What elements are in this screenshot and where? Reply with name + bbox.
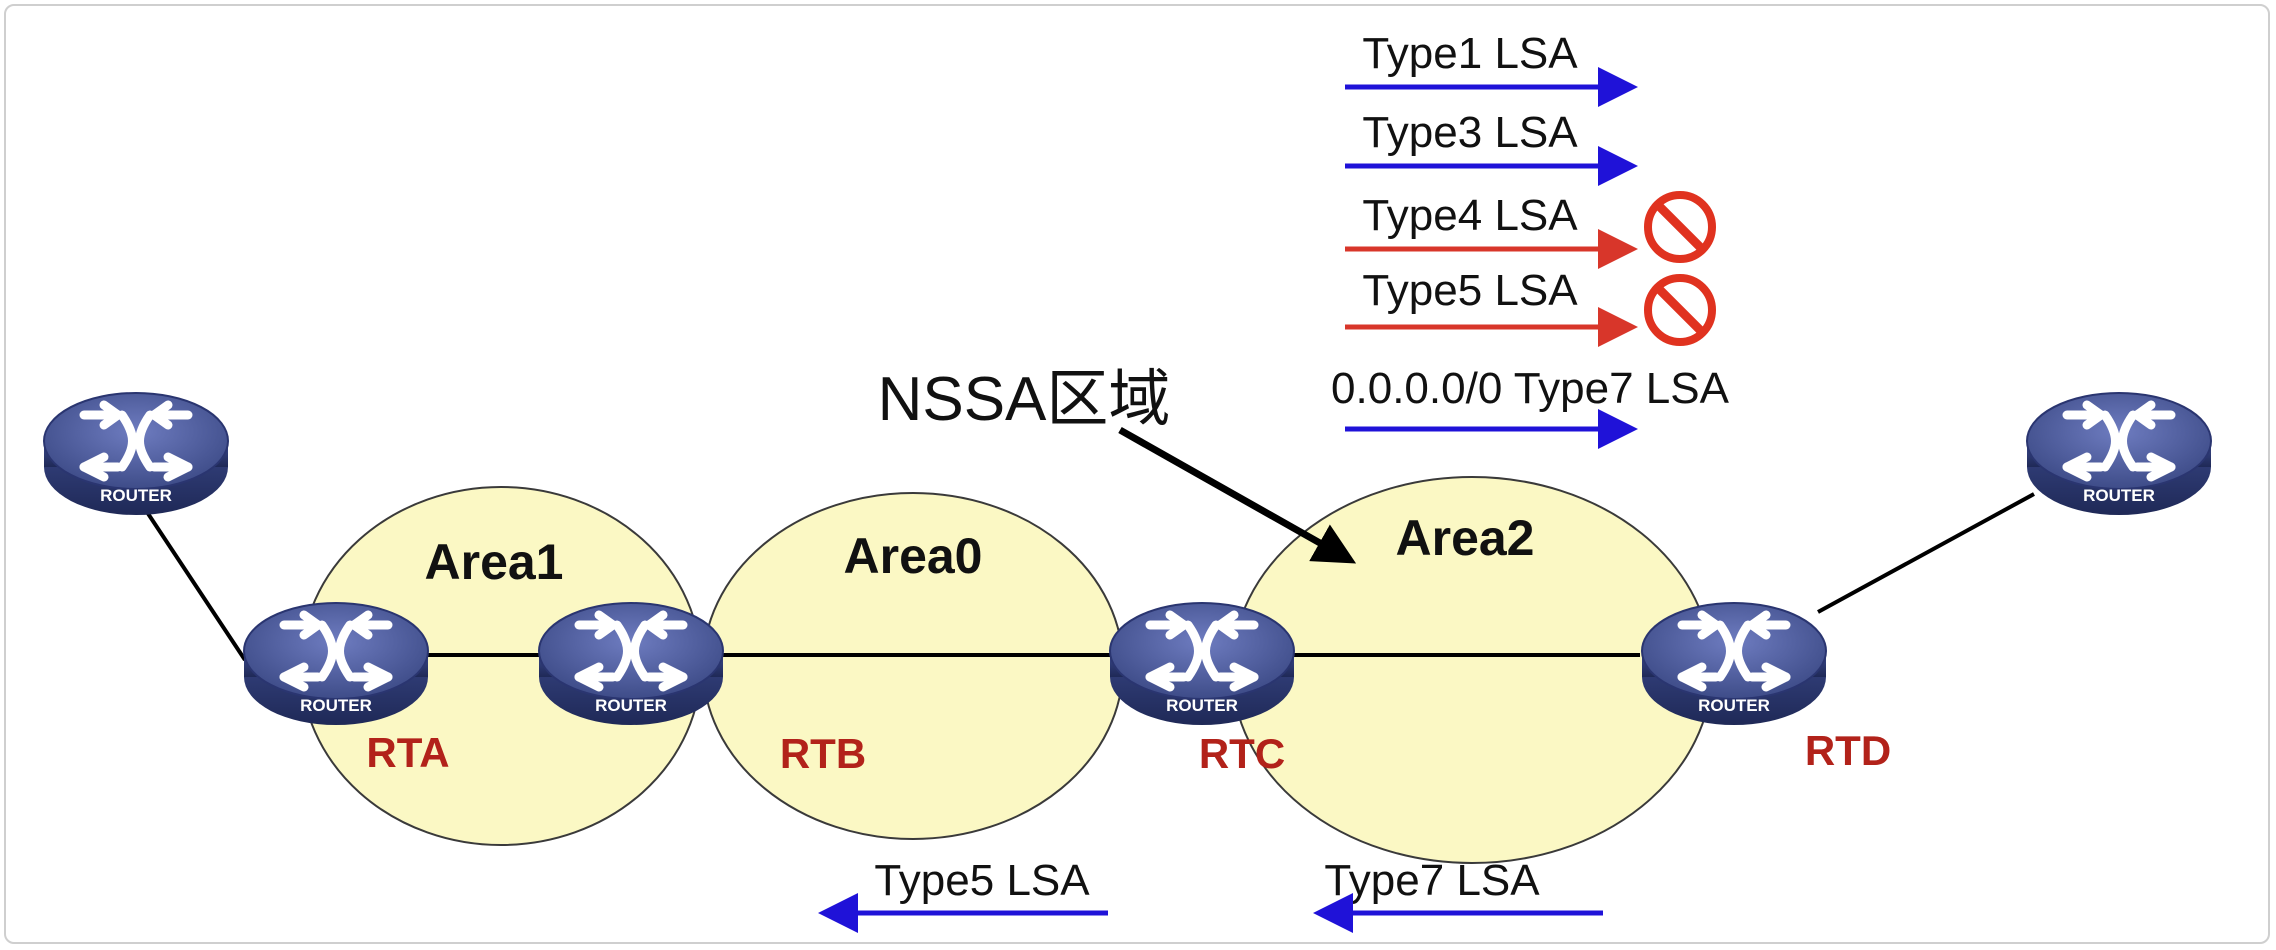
legend-label-type1: Type1 LSA [1362, 29, 1578, 78]
legend-label-type4: Type4 LSA [1362, 191, 1578, 240]
diagram-frame [4, 4, 2270, 944]
legend-label-default-type7: 0.0.0.0/0 Type7 LSA [1331, 364, 1730, 413]
area2-label: Area2 [1396, 510, 1535, 566]
router-icon-external-right: ROUTER [2027, 393, 2211, 515]
router-caption: ROUTER [1166, 696, 1238, 715]
nssa-pointer-arrow [1118, 426, 1357, 564]
prohibited-icon [1648, 278, 1712, 342]
legend-label-type3: Type3 LSA [1362, 108, 1578, 157]
router-caption: ROUTER [300, 696, 372, 715]
router-label-rta: RTA [366, 729, 449, 776]
bottom-flow-label-type7: Type7 LSA [1324, 856, 1540, 905]
link-rtd-ext-right [1817, 492, 2035, 614]
link-ext-left-rta [141, 504, 247, 662]
router-caption: ROUTER [1698, 696, 1770, 715]
router-icon-rta: ROUTER [244, 603, 428, 725]
router-caption: ROUTER [595, 696, 667, 715]
router-icon-rtd: ROUTER [1642, 603, 1826, 725]
router-label-rtc: RTC [1199, 730, 1285, 777]
router-label-rtd: RTD [1805, 727, 1891, 774]
router-icon-external-left: ROUTER [44, 393, 228, 515]
router-icon-rtc: ROUTER [1110, 603, 1294, 725]
nssa-area-label: NSSA区域 [878, 365, 1171, 434]
area0-label: Area0 [844, 528, 983, 584]
prohibited-icon [1648, 195, 1712, 259]
lsa-legend: Type1 LSA Type3 LSA Type4 LSA Type5 LSA … [1331, 29, 1730, 449]
router-icon-area1-abr: ROUTER [539, 603, 723, 725]
router-caption: ROUTER [2083, 486, 2155, 505]
area1-label: Area1 [425, 534, 564, 590]
router-label-rtb: RTB [780, 730, 866, 777]
bottom-flow-label-type5: Type5 LSA [874, 856, 1090, 905]
legend-label-type5: Type5 LSA [1362, 266, 1578, 315]
router-caption: ROUTER [100, 486, 172, 505]
